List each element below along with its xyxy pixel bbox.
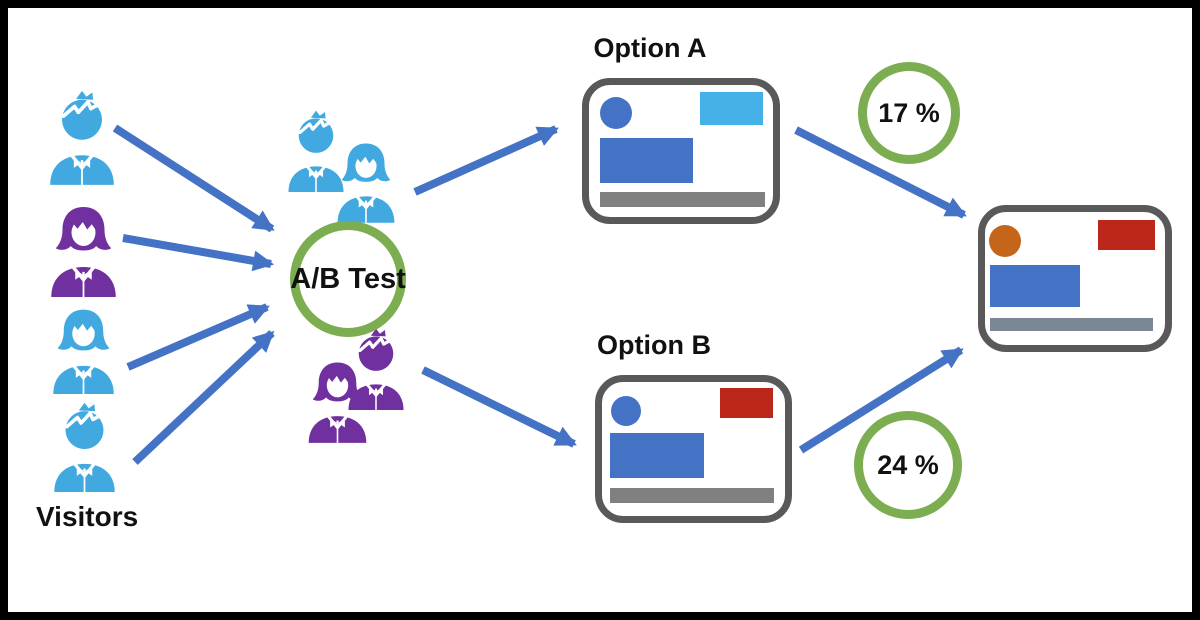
orange-logo-circle bbox=[989, 225, 1021, 257]
light-blue-banner bbox=[700, 92, 763, 125]
conversion-b-circle: 24 % bbox=[854, 411, 962, 519]
arrow-groupA-to-optionA bbox=[413, 125, 559, 196]
gray-footer-bar bbox=[610, 488, 774, 503]
blue-logo-circle bbox=[611, 396, 641, 426]
arrow-groupB-to-optionB bbox=[421, 366, 577, 448]
arrow-visitor2-to-hub bbox=[122, 234, 275, 272]
arrow-optionB-to-result bbox=[798, 346, 964, 454]
option-a-card bbox=[582, 78, 780, 224]
conversion-a-circle: 17 % bbox=[858, 62, 960, 164]
visitors-label: Visitors bbox=[36, 501, 139, 532]
option-b-title: Option B bbox=[597, 330, 711, 360]
visitor-male-person-icon bbox=[49, 402, 120, 492]
red-banner bbox=[1098, 220, 1155, 250]
result-card bbox=[978, 205, 1172, 352]
visitor-female-person-icon bbox=[48, 304, 119, 394]
blue-content-block bbox=[990, 265, 1080, 307]
blue-content-block bbox=[610, 433, 704, 478]
option-a-title: Option A bbox=[593, 33, 707, 63]
gray-footer-bar bbox=[990, 318, 1153, 331]
conversion-a-value: 17 % bbox=[878, 97, 940, 128]
arrow-visitor3-to-hub bbox=[126, 303, 270, 371]
group-b-purple-pair bbox=[302, 326, 414, 448]
arrow-optionA-to-result bbox=[794, 126, 967, 219]
visitor-male-person-icon bbox=[45, 90, 119, 185]
ab-test-hub-label: A/B Test bbox=[290, 262, 406, 295]
gray-footer-bar bbox=[600, 192, 765, 207]
option-b-card bbox=[595, 375, 792, 523]
ab-test-hub-circle: A/B Test bbox=[290, 221, 406, 337]
female-person-icon bbox=[333, 138, 399, 223]
female-person-icon bbox=[304, 357, 371, 443]
blue-logo-circle bbox=[600, 97, 632, 129]
visitor-female-person-icon bbox=[46, 201, 121, 297]
arrow-visitor1-to-hub bbox=[112, 124, 275, 233]
arrow-visitor4-to-hub bbox=[132, 330, 275, 465]
group-a-blue-pair bbox=[283, 108, 403, 223]
blue-content-block bbox=[600, 138, 693, 183]
red-banner bbox=[720, 388, 773, 418]
conversion-b-value: 24 % bbox=[877, 449, 939, 480]
